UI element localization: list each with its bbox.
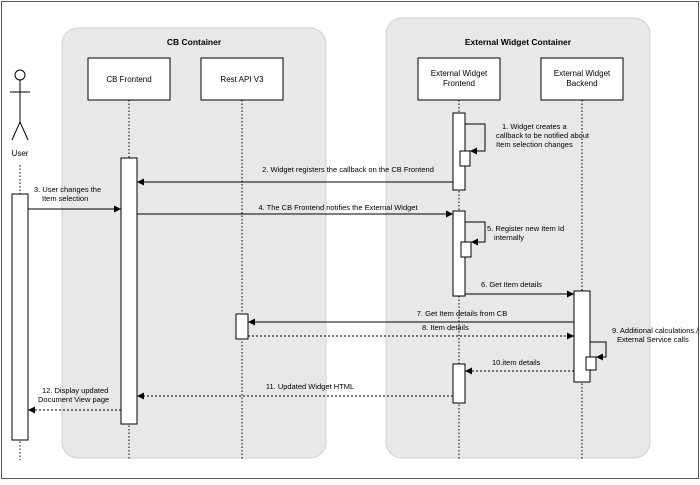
message-5-arrow <box>465 221 486 246</box>
user-label: User <box>12 149 29 158</box>
message-6-label: 6. Get Item details <box>481 280 542 289</box>
user-activation <box>11 193 29 441</box>
rest-api-label: Rest API V3 <box>220 75 264 84</box>
message-7-label: 7. Get Item details from CB <box>417 309 507 318</box>
rest-api-activation <box>235 313 249 340</box>
message-5-label: 5. Register new Item Id internally <box>487 224 566 242</box>
message-10-label: 10.item details <box>492 358 541 367</box>
cb-container-title: CB Container <box>167 37 222 47</box>
participant-ext-frontend <box>417 57 501 101</box>
external-container-title: External Widget Container <box>465 37 572 47</box>
message-9-label: 9. Additional calculations / External Se… <box>612 326 700 344</box>
ext-frontend-activation-3 <box>452 363 466 404</box>
message-4-label: 4. The CB Frontend notifies the External… <box>258 203 418 212</box>
message-3-label: 3. User changes the Item selection <box>34 185 103 203</box>
message-11-label: 11. Updated Widget HTML <box>266 382 354 391</box>
message-1-arrow <box>465 123 486 155</box>
user-actor-icon <box>10 69 30 141</box>
message-8-label: 8. Item details <box>422 323 469 332</box>
message-9-arrow <box>590 341 607 361</box>
participant-rest-api <box>200 57 284 101</box>
message-12-label: 12. Display updated Document View page <box>38 386 110 404</box>
ext-frontend-self-activation-1 <box>459 150 471 167</box>
ext-frontend-self-activation-2 <box>460 241 472 258</box>
message-2-label: 2. Widget registers the callback on the … <box>262 165 434 174</box>
message-1-label: 1. Widget creates a callback to be notif… <box>496 122 591 149</box>
ext-backend-self-activation <box>585 356 597 371</box>
cb-frontend-activation <box>120 157 138 425</box>
cb-frontend-label: CB Frontend <box>106 75 151 84</box>
participant-cb-frontend <box>87 57 171 101</box>
participant-ext-backend <box>540 57 624 101</box>
